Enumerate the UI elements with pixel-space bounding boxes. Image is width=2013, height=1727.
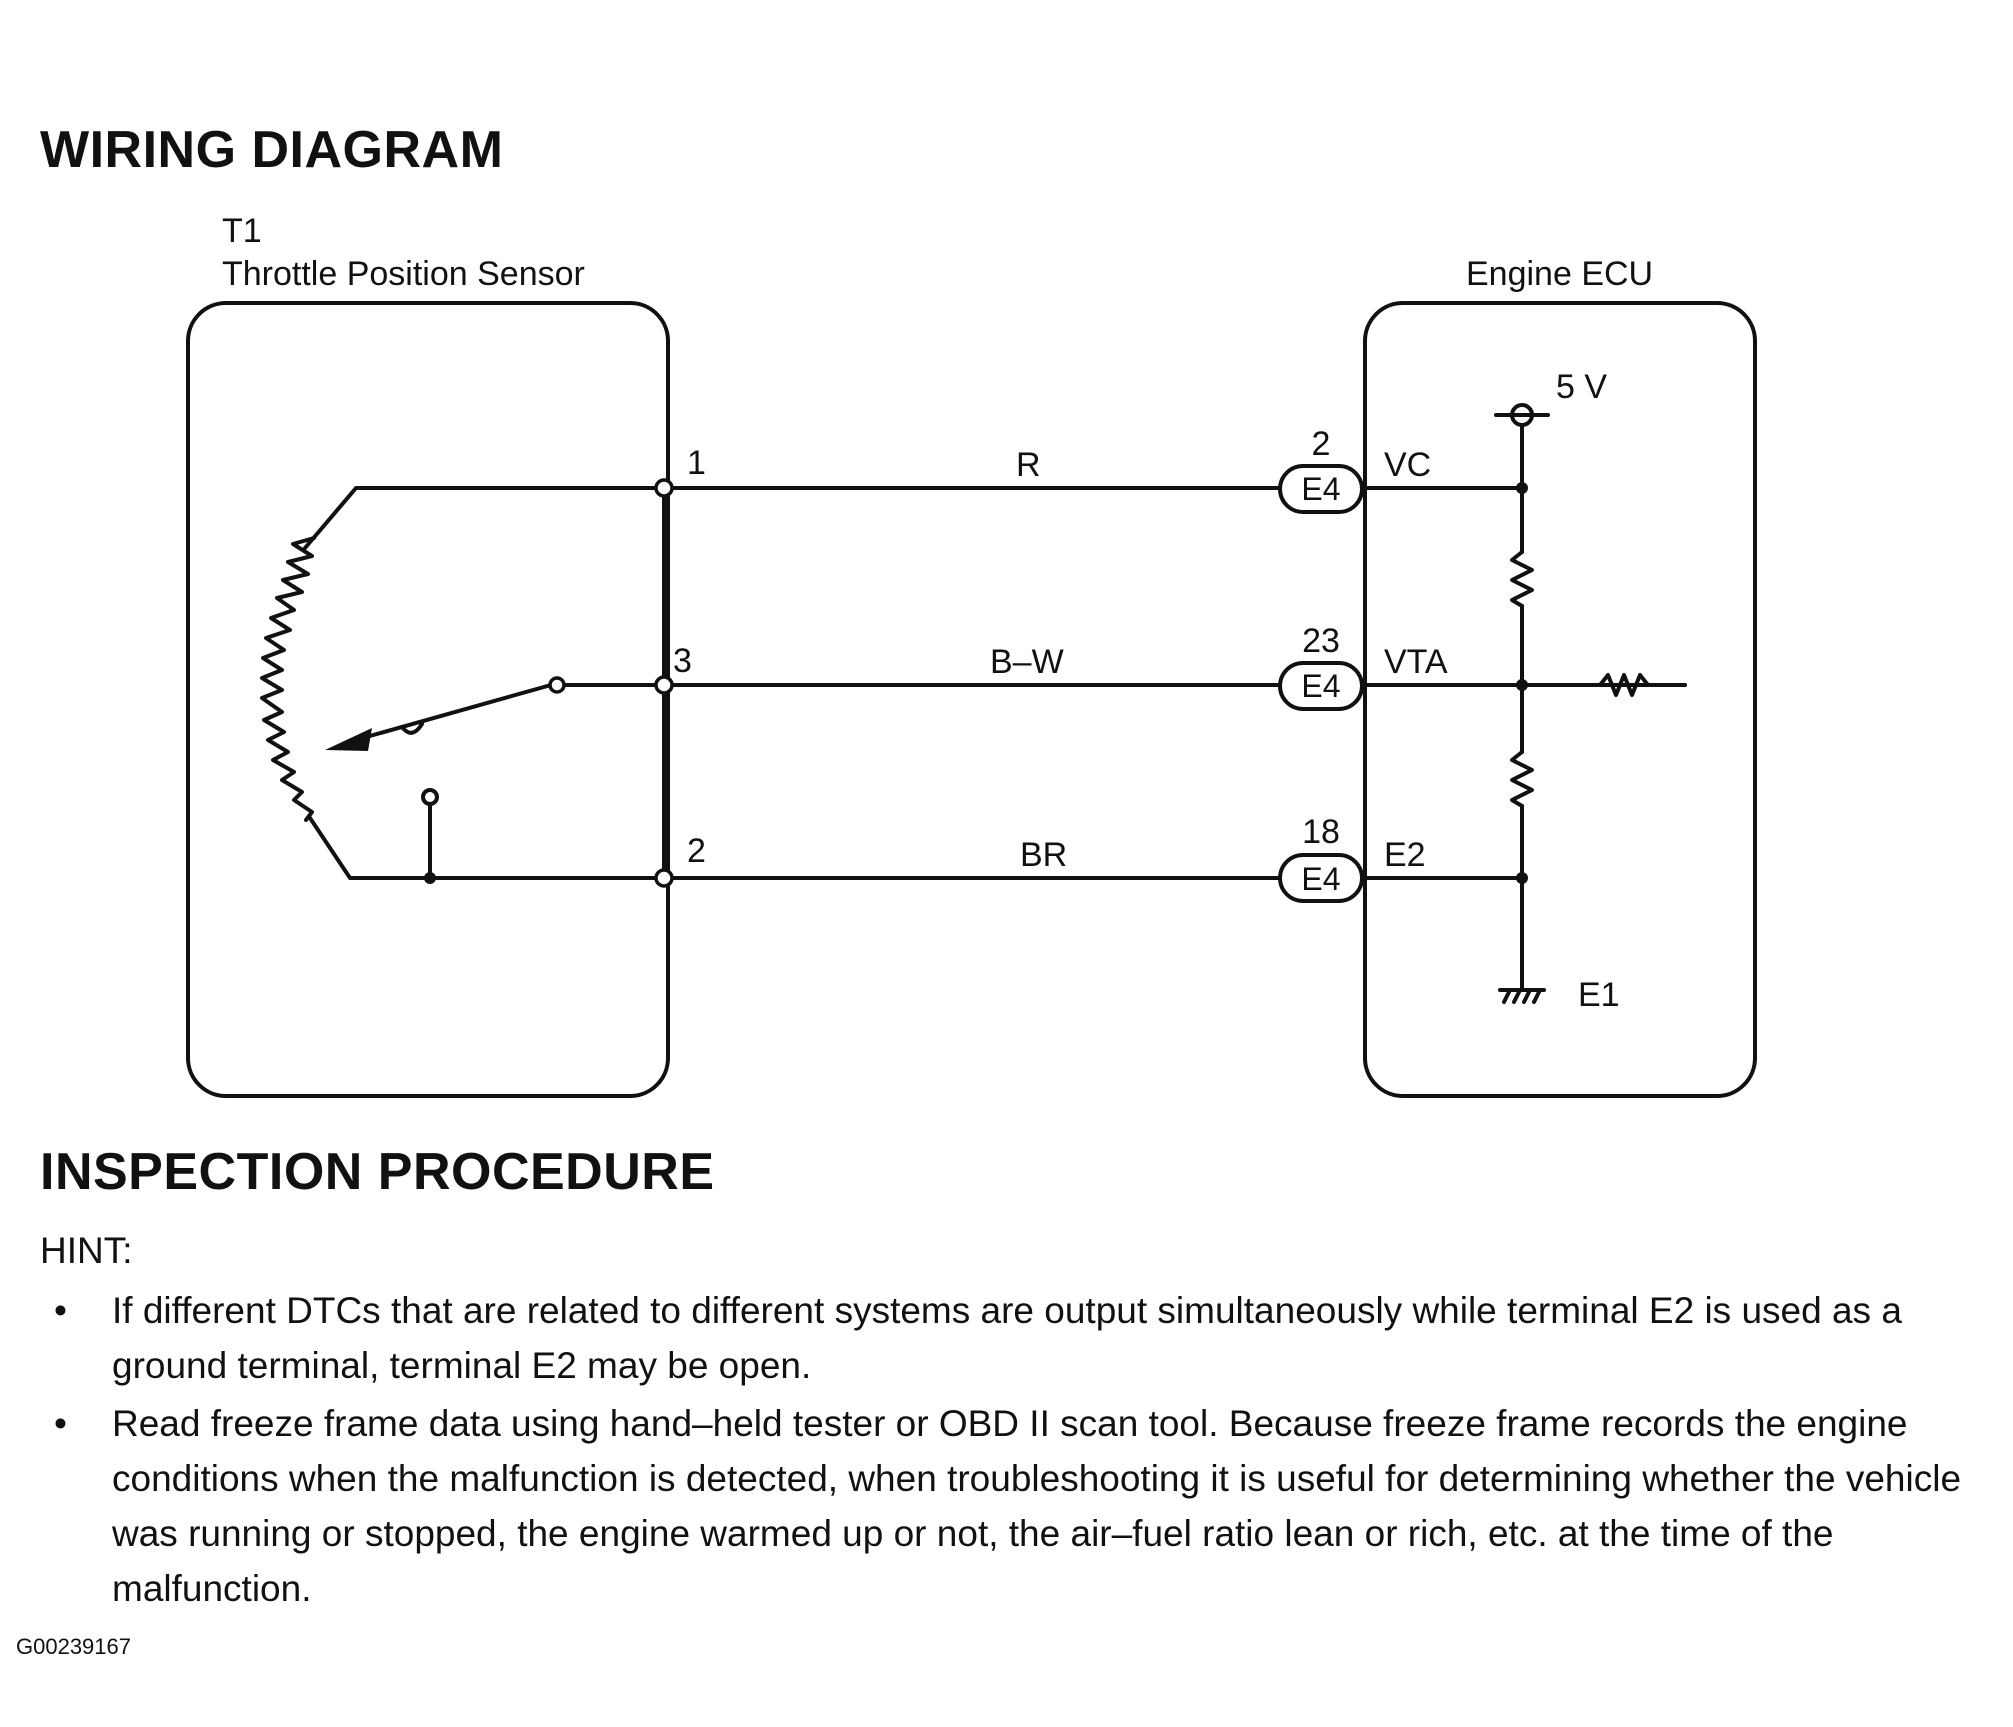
list-item: • If different DTCs that are related to … xyxy=(40,1283,1990,1393)
pulldown-resistor xyxy=(1510,750,1534,808)
sensor-pin-3: 3 xyxy=(673,642,692,680)
wiper-arm xyxy=(343,683,553,745)
ecu-pin-2: 2 xyxy=(1312,425,1331,463)
ecu-pin-23: 23 xyxy=(1302,622,1340,660)
wire-color-b-w: B–W xyxy=(990,643,1064,681)
sensor-id: T1 xyxy=(222,212,262,250)
signal-vta: VTA xyxy=(1384,643,1448,681)
connector-label-e4: E4 xyxy=(1301,668,1340,704)
figure-id: G00239167 xyxy=(16,1634,131,1659)
wiper-arrow-icon xyxy=(325,728,372,751)
connector-e4-e2 xyxy=(1278,853,1364,903)
hint-label: HINT: xyxy=(40,1230,133,1271)
ecu-box xyxy=(1363,301,1757,1098)
list-item: • Read freeze frame data using hand–held… xyxy=(40,1396,1990,1616)
sensor-pin-2: 2 xyxy=(687,832,706,870)
wire-color-br: BR xyxy=(1020,836,1067,874)
supply-label: 5 V xyxy=(1556,368,1607,406)
ecu-name: Engine ECU xyxy=(1466,255,1653,293)
sensor-pin-1: 1 xyxy=(687,444,706,482)
hint-text: If different DTCs that are related to di… xyxy=(112,1290,1902,1386)
bullet-icon: • xyxy=(54,1290,67,1331)
connector-e4-vc xyxy=(1278,464,1364,514)
connector-label-e4: E4 xyxy=(1301,861,1340,897)
wiring-diagram-title: WIRING DIAGRAM xyxy=(40,121,504,179)
hint-list: • If different DTCs that are related to … xyxy=(40,1283,1990,1619)
inspection-procedure-title: INSPECTION PROCEDURE xyxy=(40,1143,715,1201)
ecu-pin-18: 18 xyxy=(1302,813,1340,851)
bullet-icon: • xyxy=(54,1403,67,1444)
hint-text: Read freeze frame data using hand–held t… xyxy=(112,1403,1962,1609)
sensor-name: Throttle Position Sensor xyxy=(222,255,585,293)
sensor-box xyxy=(186,301,670,1098)
ground-label: E1 xyxy=(1578,976,1620,1014)
signal-vc: VC xyxy=(1384,446,1431,484)
wire-color-r: R xyxy=(1016,446,1041,484)
pullup-resistor xyxy=(1510,550,1534,608)
vta-input-resistor xyxy=(1598,673,1687,697)
connector-e4-vta xyxy=(1278,661,1364,711)
signal-e2: E2 xyxy=(1384,836,1426,874)
connector-label-e4: E4 xyxy=(1301,471,1340,507)
wiring-diagram: T1 Throttle Position Sensor Engine ECU 5… xyxy=(186,212,1757,1098)
